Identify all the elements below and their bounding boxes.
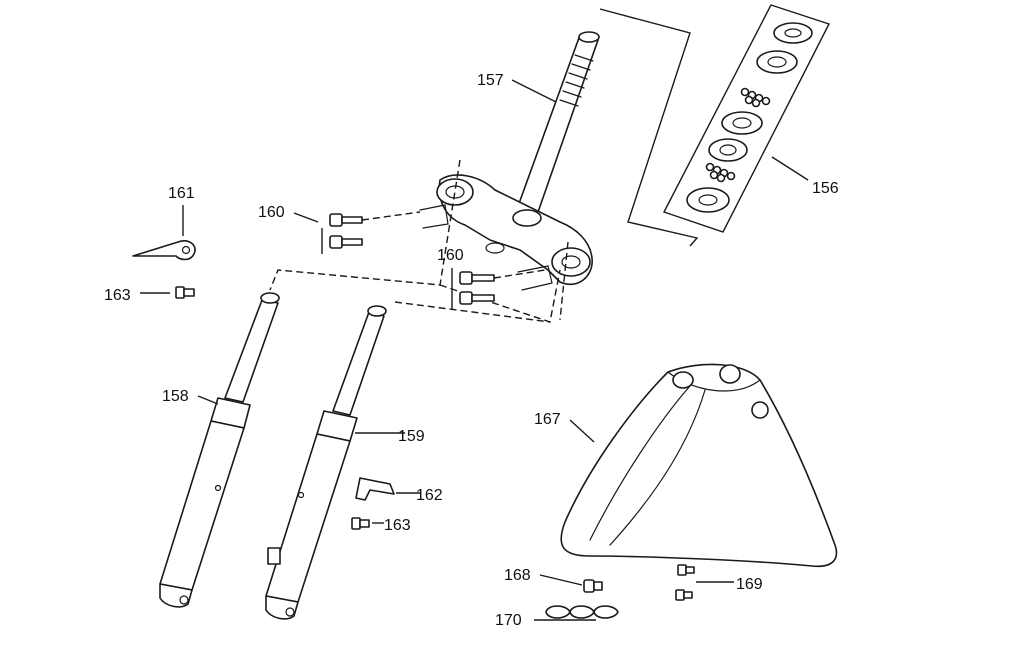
screw-163-right — [351, 517, 384, 530]
label-170: 170 — [495, 612, 522, 629]
right-fork-caliper-mount — [267, 547, 281, 565]
bearing-set-frame — [663, 4, 830, 233]
leader-157 — [511, 79, 557, 103]
label-169: 169 — [736, 576, 763, 593]
clips-170 — [534, 605, 619, 621]
crown-mount-boss — [485, 242, 505, 254]
bolt-168 — [539, 574, 603, 593]
fender-mount-right — [751, 401, 769, 419]
label-168: 168 — [504, 567, 531, 584]
lower-ball-race — [705, 162, 736, 183]
crown-right-clamp — [551, 247, 591, 277]
upper-cone-hole — [732, 117, 752, 129]
label-157: 157 — [477, 72, 504, 89]
right-fork-leg-159 — [265, 305, 405, 620]
crown-left-clamp — [436, 178, 474, 206]
label-162: 162 — [416, 487, 443, 504]
assembly-line-156 — [599, 8, 699, 247]
hose-guide-162 — [355, 477, 420, 501]
stem-shaft — [516, 34, 599, 216]
steering-stem-157 — [419, 31, 600, 291]
label-160-upper: 160 — [258, 204, 285, 221]
upper-ball-race — [740, 87, 771, 108]
label-159: 159 — [398, 428, 425, 445]
front-fender-167 — [560, 363, 838, 568]
label-163-right: 163 — [384, 517, 411, 534]
pinch-bolts-160-upper — [321, 211, 421, 254]
label-163-left: 163 — [104, 287, 131, 304]
lower-cone — [686, 187, 730, 213]
bearing-adjuster-hole — [767, 56, 787, 68]
stem-top — [578, 31, 600, 43]
label-167: 167 — [534, 411, 561, 428]
right-fork-axle-boss — [265, 595, 299, 620]
label-161: 161 — [168, 185, 195, 202]
bearing-lock-nut — [773, 22, 813, 44]
lower-cone-hole — [698, 194, 718, 206]
upper-cone — [721, 111, 763, 135]
leader-160a — [293, 212, 319, 223]
screw-163-left — [140, 286, 195, 299]
bearing-set-156 — [663, 4, 830, 233]
lower-cup-hole — [719, 144, 737, 156]
fender-body — [560, 363, 838, 568]
left-fork-axle-boss — [159, 583, 193, 608]
crown-stem-boss — [512, 209, 542, 227]
left-fork-inner-tube — [224, 299, 279, 403]
left-fork-outer-tube — [159, 420, 245, 591]
fender-mount-center — [719, 364, 741, 384]
bearing-lock-nut-hole — [784, 28, 802, 38]
lower-cup — [708, 138, 748, 162]
right-fork-outer-tube — [265, 433, 351, 603]
brake-hose-clip-161 — [132, 205, 196, 261]
right-fork-inner-tube — [332, 311, 385, 416]
bearing-adjuster — [756, 50, 798, 74]
label-160-lower: 160 — [437, 247, 464, 264]
pinch-bolts-160-lower — [451, 268, 546, 310]
bolts-169 — [675, 564, 734, 601]
leader-156 — [771, 156, 809, 181]
label-156: 156 — [812, 180, 839, 197]
left-fork-leg-158 — [159, 292, 280, 608]
fender-mount-left — [672, 371, 694, 389]
label-158: 158 — [162, 388, 189, 405]
